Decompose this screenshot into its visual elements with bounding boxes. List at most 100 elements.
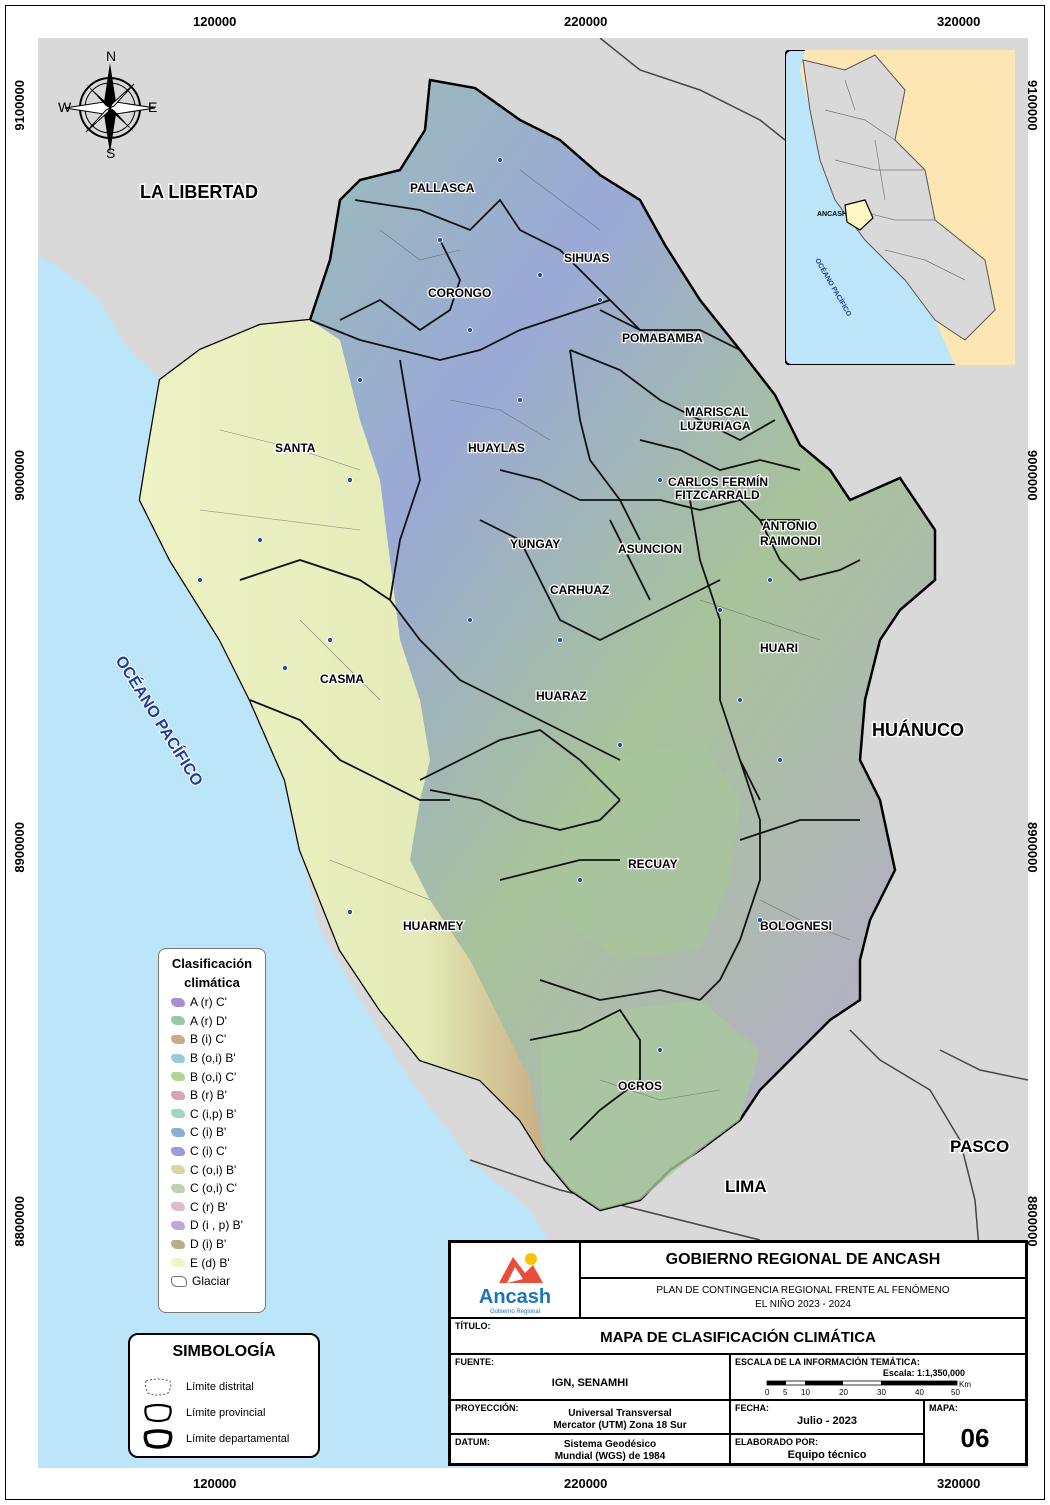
grid-label-left-4: 8800000 — [12, 1196, 27, 1247]
legend-swatch — [171, 1275, 187, 1287]
legend-label: C (i) B' — [190, 1125, 227, 1140]
grid-label-bottom-3: 320000 — [937, 1476, 981, 1491]
compass-rose: N S W E — [58, 48, 157, 158]
scale-tick-20: 20 — [839, 1388, 848, 1397]
compass-n: N — [106, 48, 116, 64]
simb-row-provincial: Límite provincial — [142, 1403, 265, 1423]
grid-label-right-4: 8800000 — [1025, 1196, 1040, 1247]
legend-item: B (o,i) C' — [163, 1067, 261, 1086]
datum-label: DATUM: — [455, 1437, 490, 1447]
legend-label: E (d) B' — [190, 1255, 230, 1270]
legend-swatch — [171, 1165, 185, 1175]
legend-item: D (i , p) B' — [163, 1216, 261, 1235]
region-label-la-libertad: LA LIBERTAD — [140, 182, 258, 202]
province-carlos-fermin: CARLOS FERMÍN — [668, 474, 768, 489]
province-casma: CASMA — [320, 672, 364, 686]
fecha-value: Julio - 2023 — [797, 1415, 857, 1427]
department-boundary-icon — [143, 1429, 173, 1449]
inset-ancash: ANCASH — [817, 211, 847, 218]
province-carhuaz: CARHUAZ — [550, 583, 609, 597]
titulo-label: TÍTULO: — [455, 1321, 491, 1331]
logo-text: Ancash — [479, 1286, 551, 1308]
legend-item: B (r) B' — [163, 1086, 261, 1105]
elaborado-cell: ELABORADO POR: Equipo técnico — [730, 1434, 924, 1464]
province-yungay: YUNGAY — [510, 537, 560, 551]
mapa-number: 06 — [960, 1423, 990, 1453]
ancash-logo-icon: Ancash Gobierno Regional — [479, 1253, 551, 1315]
province-huarmey: HUARMEY — [403, 919, 464, 933]
legend-swatch — [171, 1258, 185, 1268]
simb-row-distrital: Límite distrital — [142, 1377, 254, 1397]
legend-label: C (o,i) C' — [190, 1181, 237, 1196]
province-corongo: CORONGO — [428, 286, 491, 300]
region-label-pasco: PASCO — [950, 1137, 1009, 1156]
title-block: Ancash Gobierno Regional GOBIERNO REGION… — [448, 1240, 1028, 1466]
simb-label-departamental: Límite departamental — [186, 1433, 290, 1445]
datum-cell: DATUM: Sistema Geodésico Mundial (WGS) d… — [450, 1434, 730, 1464]
legend-swatch — [171, 1220, 185, 1230]
legend-label: B (i) C' — [190, 1032, 227, 1047]
legend-item: D (i) B' — [163, 1235, 261, 1254]
legend-swatch — [171, 1146, 185, 1156]
legend-label: Glaciar — [192, 1274, 231, 1289]
legend-label: B (r) B' — [190, 1088, 227, 1103]
province-santa: SANTA — [275, 441, 316, 455]
province-boundary-icon — [144, 1403, 172, 1423]
province-luzuriaga: LUZURIAGA — [680, 419, 751, 433]
mapa-label: MAPA: — [929, 1403, 958, 1413]
fuente-label: FUENTE: — [455, 1357, 494, 1367]
legend-label: B (o,i) C' — [190, 1069, 237, 1084]
legend-item: A (r) D' — [163, 1012, 261, 1031]
legend-swatch — [171, 997, 185, 1007]
proyeccion-line-2: Mercator (UTM) Zona 18 Sur — [553, 1420, 687, 1431]
province-recuay: RECUAY — [628, 857, 678, 871]
grid-label-bottom-1: 120000 — [193, 1476, 237, 1491]
logo-cell: Ancash Gobierno Regional — [450, 1242, 580, 1318]
grid-label-top-1: 120000 — [193, 14, 237, 29]
grid-label-right-1: 9100000 — [1025, 80, 1040, 131]
province-sihuas: SIHUAS — [564, 251, 609, 265]
region-label-huanuco: HUÁNUCO — [872, 719, 964, 740]
legend-label: C (o,i) B' — [190, 1162, 237, 1177]
province-asuncion: ASUNCION — [618, 542, 682, 556]
legend-panel: Clasificación climática A (r) C'A (r) D'… — [158, 948, 266, 1313]
logo-subtext: Gobierno Regional — [490, 1309, 540, 1315]
legend-label: C (i,p) B' — [190, 1106, 237, 1121]
scale-tick-30: 30 — [877, 1388, 886, 1397]
legend-item: C (i) B' — [163, 1123, 261, 1142]
simbologia-panel: SIMBOLOGÍA Límite distrital Límite provi… — [128, 1333, 320, 1458]
legend-item: B (i) C' — [163, 1030, 261, 1049]
scale-unit: Km — [959, 1380, 971, 1389]
legend-swatch — [171, 1034, 185, 1044]
map-title: MAPA DE CLASIFICACIÓN CLIMÁTICA — [600, 1329, 876, 1346]
scale-tick-40: 40 — [915, 1388, 924, 1397]
scale-bar: 0 5 10 20 30 40 50 Km — [765, 1380, 971, 1397]
org-cell: GOBIERNO REGIONAL DE ANCASH — [580, 1242, 1026, 1278]
grid-label-left-3: 8900000 — [12, 822, 27, 873]
legend-label: B (o,i) B' — [190, 1051, 236, 1066]
fecha-label: FECHA: — [735, 1403, 769, 1413]
legend-swatch — [171, 1053, 185, 1063]
legend-label: A (r) D' — [190, 1013, 227, 1028]
plan-cell: PLAN DE CONTINGENCIA REGIONAL FRENTE AL … — [580, 1278, 1026, 1318]
legend-item: C (o,i) C' — [163, 1179, 261, 1198]
titulo-cell: TÍTULO: MAPA DE CLASIFICACIÓN CLIMÁTICA — [450, 1318, 1026, 1354]
legend-swatch — [171, 1016, 185, 1026]
fuente-cell: FUENTE: IGN, SENAMHI — [450, 1354, 730, 1400]
region-label-lima: LIMA — [725, 1177, 767, 1196]
district-boundary-icon — [144, 1378, 172, 1396]
scale-tick-50: 50 — [951, 1388, 960, 1397]
legend-label: C (r) B' — [190, 1199, 228, 1214]
escala-value: Escala: 1:1,350,000 — [882, 1368, 965, 1378]
legend-swatch — [171, 1072, 185, 1082]
province-pallasca: PALLASCA — [410, 181, 475, 195]
proyeccion-label: PROYECCIÓN: — [455, 1403, 519, 1413]
legend-swatch — [171, 1127, 185, 1137]
scale-tick-0: 0 — [765, 1388, 770, 1397]
legend-swatch — [171, 1090, 185, 1100]
map-frame — [5, 5, 1045, 1500]
plan-line-1: PLAN DE CONTINGENCIA REGIONAL FRENTE AL … — [656, 1285, 950, 1296]
legend-swatch — [171, 1202, 185, 1212]
simbologia-title: SIMBOLOGÍA — [172, 1343, 276, 1360]
legend-item: C (i) C' — [163, 1142, 261, 1161]
